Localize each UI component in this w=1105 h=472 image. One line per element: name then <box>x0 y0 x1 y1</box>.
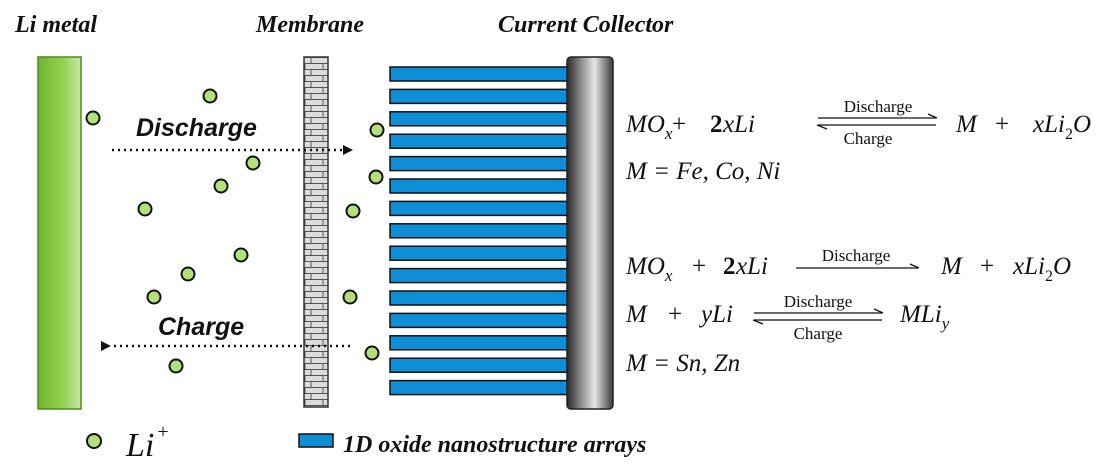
nanorod <box>389 178 571 194</box>
nanorod <box>389 357 571 373</box>
li-ion <box>213 178 229 194</box>
nanorod-legend-label: 1D oxide nanostructure arrays <box>343 432 646 458</box>
svg-text:M: M <box>955 111 978 138</box>
current-collector <box>566 56 614 410</box>
nanorod <box>389 379 571 396</box>
li-ion <box>168 358 184 374</box>
li-ion-legend-label: Li+ <box>125 421 169 464</box>
li-ion <box>85 110 101 126</box>
svg-text:Discharge: Discharge <box>784 292 853 311</box>
svg-text:2: 2 <box>710 111 723 138</box>
nanorod <box>389 245 571 261</box>
nanorod <box>389 335 571 351</box>
li-ion <box>233 247 249 263</box>
membrane-header: Membrane <box>255 12 364 38</box>
discharge-label: Discharge <box>136 114 257 142</box>
li-metal-electrode <box>37 56 82 410</box>
li-ion <box>368 169 384 185</box>
svg-text:xLi: xLi <box>735 253 768 280</box>
svg-text:+: + <box>995 111 1009 138</box>
nanorod <box>389 111 571 127</box>
li-ion <box>345 203 361 219</box>
svg-text:yLi: yLi <box>698 301 733 328</box>
svg-text:M: M <box>940 253 963 280</box>
li-ion <box>364 345 380 361</box>
svg-text:2: 2 <box>723 253 736 280</box>
svg-text:Discharge: Discharge <box>822 246 891 265</box>
nanorod <box>389 290 571 306</box>
svg-text:Charge: Charge <box>844 129 893 148</box>
svg-text:+: + <box>692 253 706 280</box>
li-ion <box>202 88 218 104</box>
nanorod <box>389 88 571 105</box>
li-ion-legend-icon <box>86 433 102 449</box>
svg-text:MOx: MOx <box>625 111 673 143</box>
svg-text:MOx: MOx <box>625 253 673 285</box>
collector-header: Current Collector <box>498 12 674 38</box>
li-ion <box>137 201 153 217</box>
equation-3: M + yLi Discharge Charge MLiy <box>625 292 950 343</box>
svg-text:xLi2O: xLi2O <box>1012 253 1071 285</box>
nanorod <box>389 200 571 217</box>
li-ion <box>369 122 385 138</box>
li-ion <box>245 155 261 171</box>
svg-text:M: M <box>625 301 648 328</box>
svg-text:Charge: Charge <box>794 324 843 343</box>
nanorod <box>389 223 571 239</box>
svg-text:MLiy: MLiy <box>899 301 950 333</box>
membrane <box>303 56 329 408</box>
equation-2: MOx + 2 xLi Discharge M + xLi2O <box>625 246 1071 285</box>
metal-list-2: M = Sn, Zn <box>625 350 740 377</box>
nanorod-legend-icon <box>298 433 334 448</box>
li-ion <box>342 289 358 305</box>
svg-text:+: + <box>668 301 682 328</box>
svg-text:Discharge: Discharge <box>844 97 913 116</box>
li-ion <box>146 289 162 305</box>
charge-label: Charge <box>158 313 244 341</box>
li-ion <box>180 266 196 282</box>
metal-list-1: M = Fe, Co, Ni <box>625 158 780 185</box>
nanorod-array <box>389 66 571 396</box>
svg-text:+: + <box>980 253 994 280</box>
equation-1: MOx + 2 xLi Discharge Charge M + xLi2O <box>625 97 1091 148</box>
nanorod <box>389 155 571 172</box>
li-metal-header: Li metal <box>14 12 97 38</box>
nanorod <box>389 312 571 329</box>
li-ions <box>85 88 385 374</box>
svg-text:xLi2O: xLi2O <box>1032 111 1091 143</box>
nanorod <box>389 133 571 149</box>
nanorod <box>389 66 571 82</box>
svg-text:xLi: xLi <box>722 111 755 138</box>
nanorod <box>389 267 571 284</box>
svg-text:+: + <box>672 111 686 138</box>
